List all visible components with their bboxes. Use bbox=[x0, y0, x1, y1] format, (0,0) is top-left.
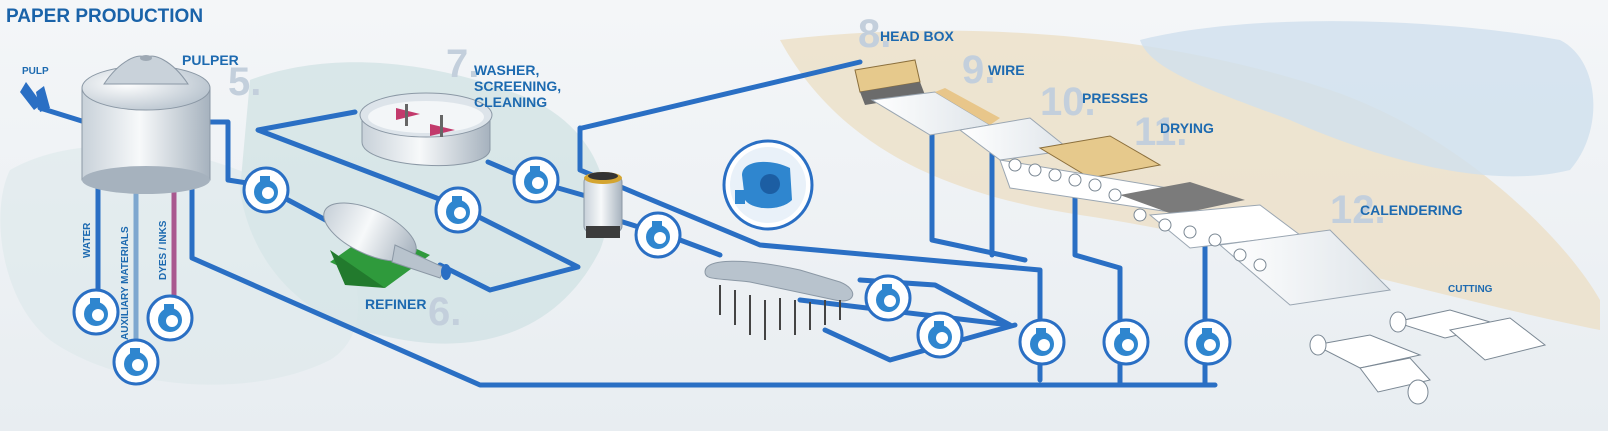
main-loop-pipe bbox=[577, 125, 1043, 383]
pump-presses-drain-icon bbox=[1102, 318, 1150, 366]
return-bottom-pipe bbox=[189, 177, 1218, 388]
pulp-input-label: PULP bbox=[22, 66, 49, 77]
auxiliary-label: AUXILIARY MATERIALS bbox=[120, 226, 131, 340]
headbox-feed-pipe bbox=[579, 59, 863, 131]
paper-roll-icon bbox=[1407, 379, 1429, 405]
screen-lower-pipe bbox=[822, 322, 1018, 363]
pump-washer-out-icon bbox=[512, 156, 560, 204]
page-title: PAPER PRODUCTION bbox=[6, 6, 204, 27]
stage-number-calendering: 12. bbox=[1330, 188, 1386, 232]
pump-drying-drain-icon bbox=[1184, 318, 1232, 366]
stage-label-pulper: PULPER bbox=[182, 52, 239, 68]
pulp-inlet-pipe bbox=[37, 105, 88, 125]
sky-wash bbox=[1140, 21, 1594, 177]
pump-refiner-return-icon bbox=[434, 186, 482, 234]
pump-dyes-icon bbox=[146, 294, 194, 342]
drying-hood bbox=[1038, 135, 1162, 179]
water-label: WATER bbox=[82, 222, 93, 258]
stage-label-calendering: CALENDERING bbox=[1360, 202, 1463, 218]
cleaner-icon bbox=[583, 172, 623, 238]
pump-cleaner-out-icon bbox=[634, 211, 682, 259]
pump-refiner-feed-icon bbox=[242, 166, 290, 214]
screening-rack-icon bbox=[704, 260, 853, 340]
stage-label-presses: PRESSES bbox=[1082, 90, 1149, 106]
main-pump-icon bbox=[722, 139, 814, 231]
pump-screen-lower-icon bbox=[916, 311, 964, 359]
stage-number-presses: 10. bbox=[1040, 80, 1096, 124]
stage-number-wire: 9. bbox=[962, 48, 996, 92]
stage-number-drying: 11. bbox=[1134, 110, 1188, 154]
stage-number-headbox: 8. bbox=[858, 12, 892, 56]
dyes-label: DYES / INKS bbox=[158, 220, 169, 280]
pump-screen-out-icon bbox=[864, 274, 912, 322]
stage-number-pulper: 5. bbox=[228, 60, 262, 104]
washer-tank-icon bbox=[359, 92, 493, 167]
paper-machine-icon bbox=[854, 59, 1392, 306]
paper-machine-wash bbox=[780, 30, 1600, 331]
stage-label-washer: WASHER, SCREENING, CLEANING bbox=[474, 62, 562, 110]
pump-auxiliary-icon bbox=[112, 338, 160, 386]
refiner-return-pipe bbox=[255, 109, 581, 293]
pulp-inlet-icon bbox=[20, 82, 50, 112]
pump-wire-drain-icon bbox=[1018, 318, 1066, 366]
cutting-label: CUTTING bbox=[1448, 284, 1493, 295]
cutting-station bbox=[1309, 309, 1547, 405]
stage-label-refiner: REFINER bbox=[365, 296, 427, 312]
stage-number-refiner: 6. bbox=[428, 290, 462, 334]
stage-label-headbox: HEAD BOX bbox=[880, 28, 954, 44]
pump-water-icon bbox=[72, 288, 120, 336]
stage-label-wire: WIRE bbox=[988, 62, 1025, 78]
pulper-tank-icon bbox=[81, 55, 211, 194]
refiner-icon bbox=[323, 202, 451, 288]
stage-number-washer: 7. bbox=[446, 42, 480, 86]
stage-label-drying: DRYING bbox=[1160, 120, 1214, 136]
